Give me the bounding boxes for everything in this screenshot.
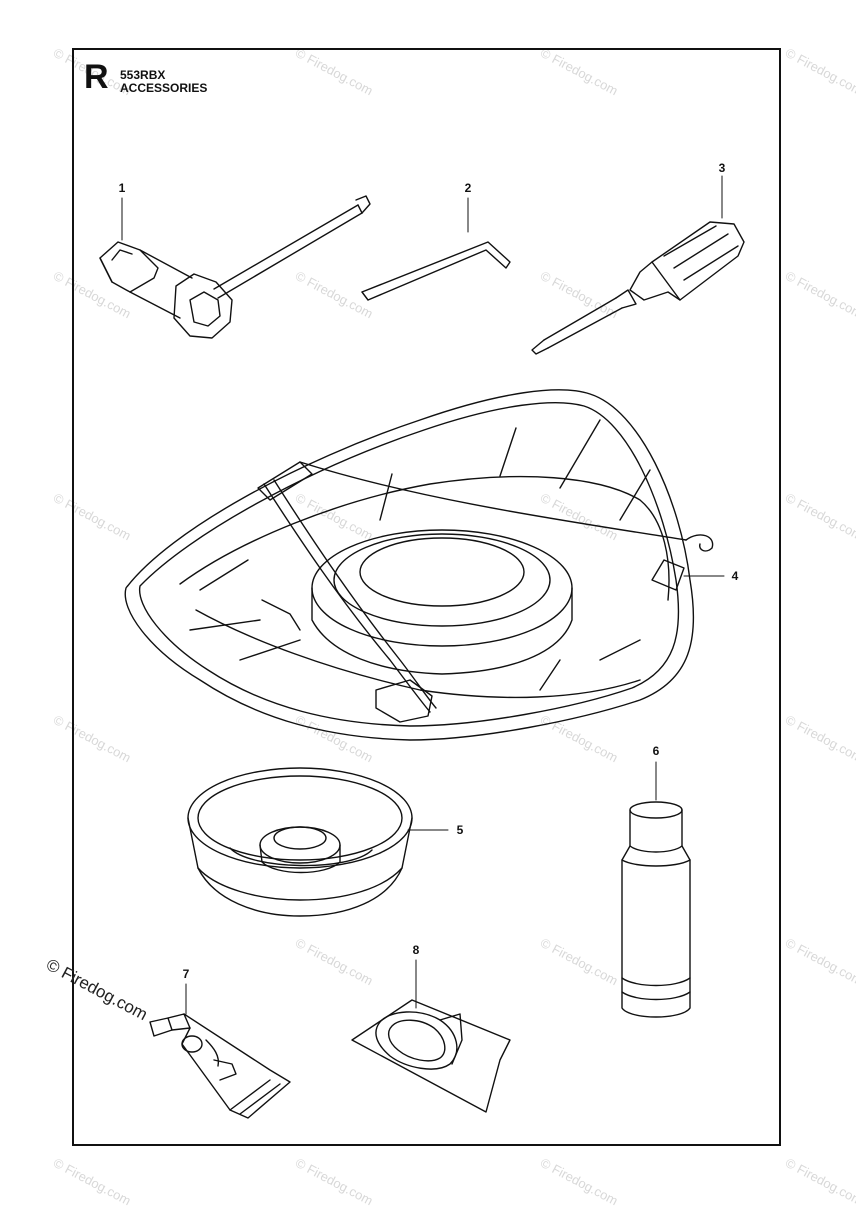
callout-2: 2 [464,181,472,195]
callout-8: 8 [412,943,420,957]
callout-7: 7 [182,967,190,981]
part-5-support-cup [187,767,449,917]
callout-1: 1 [118,181,126,195]
diagram-frame [72,48,781,1146]
section-title: ACCESSORIES [120,81,208,95]
part-4-blade-guard [124,389,725,741]
part-7-grease-tube [149,983,291,1119]
part-6-oil-bottle [621,761,691,1018]
callout-6: 6 [652,744,660,758]
callout-4: 4 [731,569,739,583]
callout-3: 3 [718,161,726,175]
part-1-spark-plug-wrench [99,195,371,339]
part-8-harness-pad [351,959,511,1113]
part-2-hex-key [361,197,511,301]
part-3-screwdriver [531,175,745,355]
section-letter: R [84,58,109,96]
callout-5: 5 [456,823,464,837]
model-code: 553RBX [120,68,166,82]
